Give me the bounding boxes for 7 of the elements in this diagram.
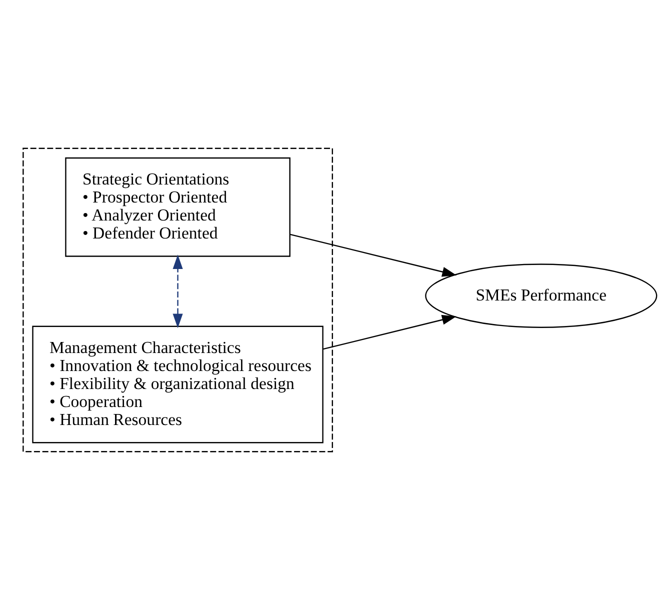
node-box: Strategic Orientations • Prospector Oriented • Analyzer Oriented • Defender Oriented (65, 156, 290, 256)
arrow (323, 314, 456, 350)
arrow (290, 233, 457, 276)
cluster (22, 147, 333, 452)
node-box: Management Characteristics • Innovation & technological resources • Flexibility & organizational design • Cooperation • Human Resources (32, 325, 324, 443)
arrow (172, 254, 183, 328)
node-ellipse: SMEs Performance (425, 263, 658, 328)
